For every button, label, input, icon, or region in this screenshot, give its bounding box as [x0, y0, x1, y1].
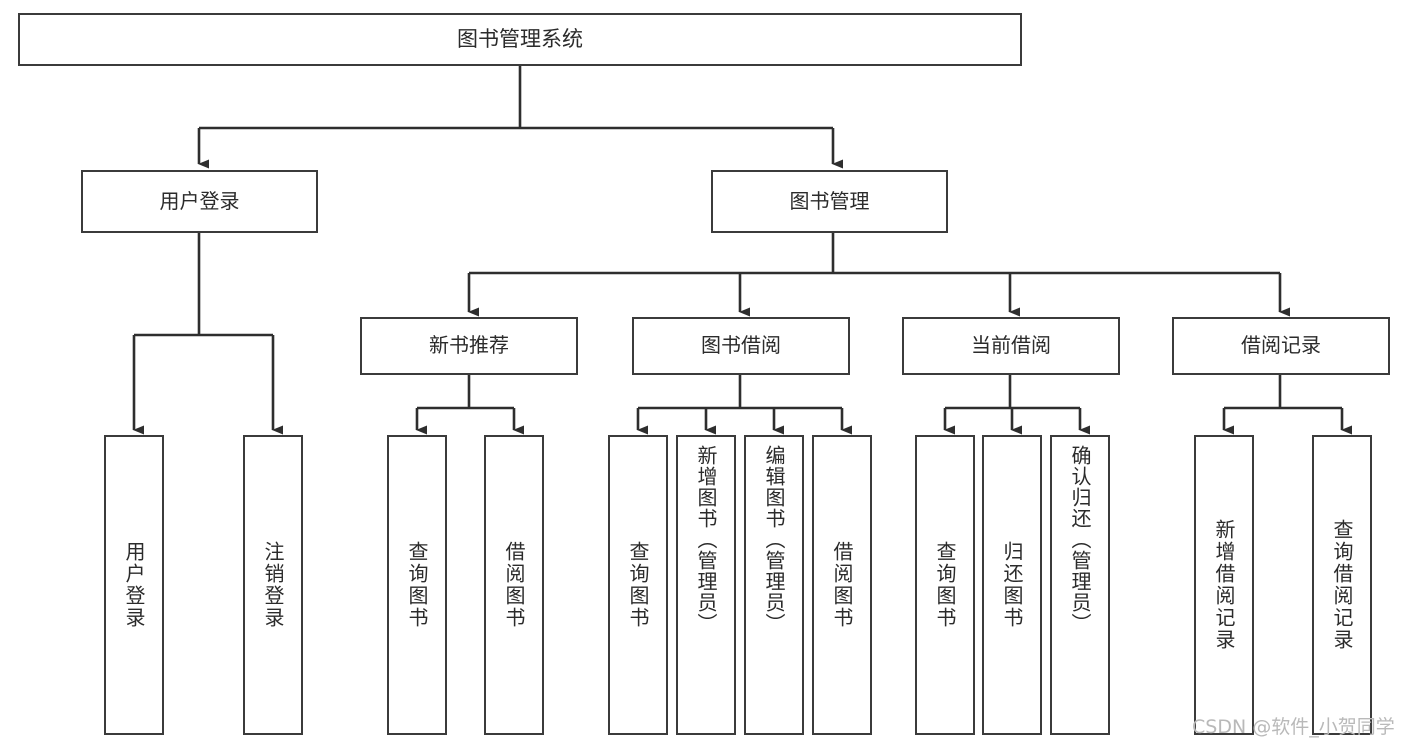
node-root-book-management-system[interactable]: 图书管理系统	[18, 13, 1022, 66]
node-book-borrow[interactable]: 图书借阅	[632, 317, 850, 375]
leaf-borrow-book-borrow[interactable]: 借阅图书	[812, 435, 872, 735]
node-label: 借阅记录	[1241, 333, 1321, 358]
leaf-confirm-return-admin[interactable]: 确认归还（管理员）	[1050, 435, 1110, 735]
leaf-search-book-newbook[interactable]: 查询图书	[387, 435, 447, 735]
leaf-logout[interactable]: 注销登录	[243, 435, 303, 735]
node-book-management[interactable]: 图书管理	[711, 170, 948, 233]
leaf-add-borrow-record[interactable]: 新增借阅记录	[1194, 435, 1254, 735]
leaf-return-book[interactable]: 归还图书	[982, 435, 1042, 735]
leaf-search-borrow-record[interactable]: 查询借阅记录	[1312, 435, 1372, 735]
node-label: 图书借阅	[701, 333, 781, 358]
leaf-label: 查询借阅记录	[1330, 519, 1354, 651]
node-label: 用户登录	[159, 188, 240, 213]
leaf-label: 新增借阅记录	[1212, 519, 1236, 651]
node-borrow-record[interactable]: 借阅记录	[1172, 317, 1390, 375]
leaf-label: 查询图书	[405, 541, 429, 629]
node-label: 当前借阅	[971, 333, 1051, 358]
node-user-login[interactable]: 用户登录	[81, 170, 318, 233]
node-label: 图书管理系统	[457, 27, 583, 52]
leaf-label: 借阅图书	[830, 541, 854, 629]
node-current-borrow[interactable]: 当前借阅	[902, 317, 1120, 375]
leaf-borrow-book-newbook[interactable]: 借阅图书	[484, 435, 544, 735]
leaf-edit-book-admin[interactable]: 编辑图书（管理员）	[744, 435, 804, 735]
node-new-book-recommend[interactable]: 新书推荐	[360, 317, 578, 375]
leaf-label: 确认归还（管理员）	[1068, 445, 1092, 634]
leaf-label: 查询图书	[626, 541, 650, 629]
leaf-label: 查询图书	[933, 541, 957, 629]
leaf-label: 注销登录	[261, 541, 285, 629]
leaf-add-book-admin[interactable]: 新增图书（管理员）	[676, 435, 736, 735]
node-label: 图书管理	[789, 188, 870, 213]
leaf-label: 用户登录	[122, 541, 146, 629]
leaf-search-book-current[interactable]: 查询图书	[915, 435, 975, 735]
leaf-label: 新增图书（管理员）	[694, 445, 718, 634]
leaf-label: 编辑图书（管理员）	[762, 445, 786, 634]
leaf-label: 归还图书	[1000, 541, 1024, 629]
watermark-csdn: CSDN @软件_小贺同学	[1192, 716, 1395, 738]
leaf-search-book-borrow[interactable]: 查询图书	[608, 435, 668, 735]
leaf-user-login[interactable]: 用户登录	[104, 435, 164, 735]
node-label: 新书推荐	[429, 333, 509, 358]
leaf-label: 借阅图书	[502, 541, 526, 629]
